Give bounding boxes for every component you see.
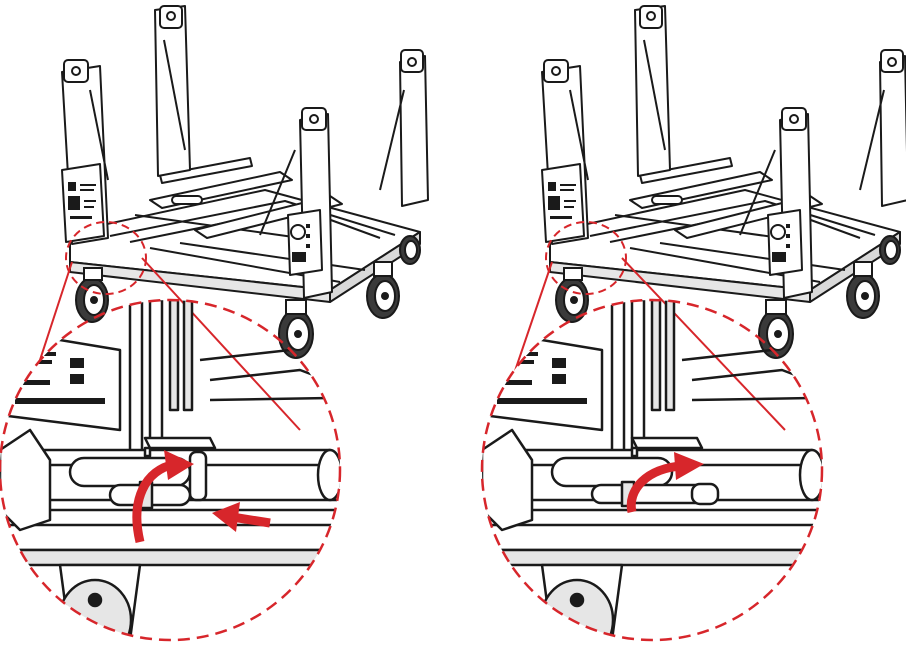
rotate-right-arrowhead — [674, 452, 704, 480]
rotate-right-arrow — [626, 461, 683, 513]
push-right-arrow — [231, 512, 271, 528]
cart-illustration-left — [61, 5, 429, 359]
cart-illustration-right — [541, 5, 906, 359]
rotate-up-arrow — [132, 459, 177, 544]
left-panel — [0, 5, 429, 642]
detail-zoom-right — [480, 298, 824, 642]
detail-zoom-left — [0, 298, 342, 642]
rotate-up-arrowhead — [164, 450, 194, 480]
zoom-connector-line — [621, 257, 786, 431]
latch-pin-right — [590, 436, 720, 508]
zoom-connector-line — [141, 257, 301, 431]
right-panel — [480, 5, 906, 642]
push-arrowhead — [212, 502, 240, 532]
